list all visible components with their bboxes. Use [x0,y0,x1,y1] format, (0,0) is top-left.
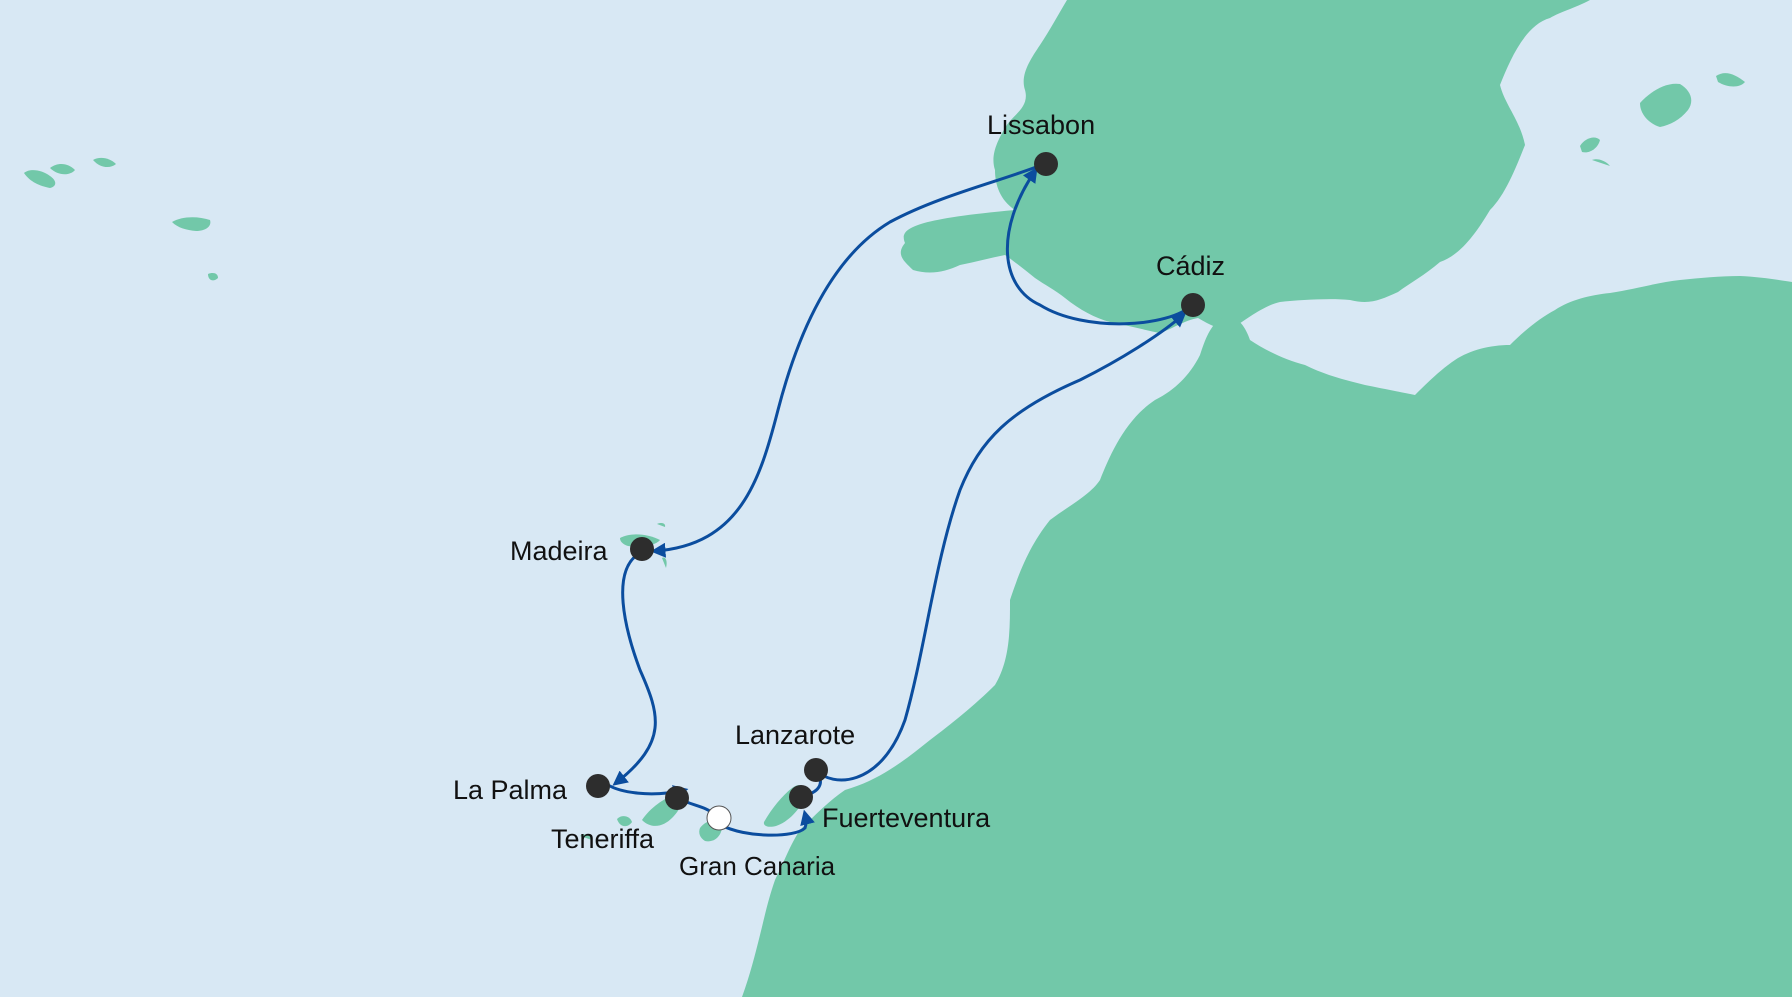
island-formentera [1592,159,1610,166]
port-marker-lanzarote[interactable] [804,758,828,782]
port-label-lissabon: Lissabon [987,110,1095,140]
island-el-hierro [580,834,592,840]
africa-landmass [742,276,1792,997]
port-label-lanzarote: Lanzarote [735,720,855,750]
port-marker-madeira[interactable] [630,537,654,561]
port-label-fuerteventura: Fuerteventura [822,803,991,833]
route-lanzarote-cadiz [816,312,1187,782]
island-la-gomera [617,816,632,827]
port-label-teneriffa: Teneriffa [551,824,655,854]
island-mallorca [1640,83,1692,127]
port-marker-cadiz[interactable] [1181,293,1205,317]
port-label-cadiz: Cádiz [1156,251,1225,281]
port-label-la-palma: La Palma [453,775,568,805]
port-markers [586,152,1205,831]
route-cadiz-lissabon [1006,167,1194,326]
island-azores-2 [50,164,75,175]
port-label-gran-canaria: Gran Canaria [679,851,836,881]
port-marker-gran-canaria[interactable] [706,805,732,831]
island-azores-5 [208,273,218,281]
island-desertas [662,557,667,568]
route-gran-canaria-fuerteventura [719,809,815,837]
iberia-landmass [900,0,1590,333]
route-lissabon-madeira [650,162,1046,558]
island-azores-4 [172,217,211,231]
island-porto-santo [657,523,666,527]
port-marker-teneriffa[interactable] [665,786,689,810]
island-azores-1 [24,170,56,188]
island-ibiza [1580,137,1600,153]
port-label-madeira: Madeira [510,536,609,566]
port-labels: Lissabon Cádiz Madeira Lanzarote Fuertev… [453,110,1225,881]
island-azores-3 [93,157,116,168]
route-madeira-la-palma [612,551,657,786]
island-menorca [1716,73,1745,87]
port-marker-fuerteventura[interactable] [789,785,813,809]
port-marker-lissabon[interactable] [1034,152,1058,176]
port-marker-la-palma[interactable] [586,774,610,798]
